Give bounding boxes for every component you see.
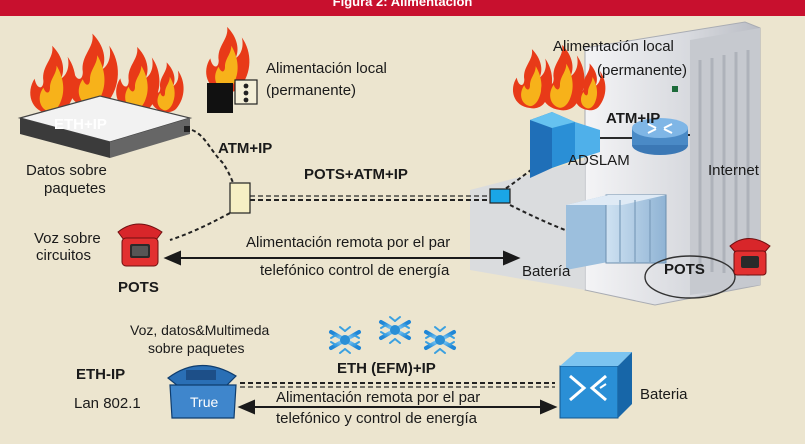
remote-power-arrow-top xyxy=(163,250,521,266)
multimedia-sublabel: sobre paquetes xyxy=(148,340,245,356)
banner-bar xyxy=(0,0,805,16)
local-power-left-label: Alimentación local xyxy=(266,60,387,77)
multimedia-label: Voz, datos&Multimeda xyxy=(130,322,270,338)
eth-ip-box-label: ETH+IP xyxy=(54,116,107,133)
local-power-right-label: Alimentación local xyxy=(553,38,674,55)
router-icon xyxy=(632,118,688,155)
pots-ellipse xyxy=(644,255,736,299)
adslam-device xyxy=(530,112,600,178)
modem-device xyxy=(17,95,193,158)
pots-right-label: POTS xyxy=(664,261,705,278)
blue-phone-icon xyxy=(167,364,237,419)
equipment-cabinet xyxy=(566,194,667,270)
remote-power-top-label: Alimentación remota por el par xyxy=(246,234,451,251)
bottom-copper-pair xyxy=(240,382,555,388)
banner-title: Figura 2: Alimentación xyxy=(332,0,473,9)
remote-power-arrow-bottom xyxy=(237,399,558,415)
remote-power-top-sublabel: telefónico control de energía xyxy=(260,262,450,279)
eth-efm-ip-label: ETH (EFM)+IP xyxy=(337,360,436,377)
remote-power-bottom-sublabel: telefónico y control de energía xyxy=(276,410,477,427)
power-adapter xyxy=(207,79,258,113)
adslam-label: ADSLAM xyxy=(568,152,630,169)
splitter-left xyxy=(229,182,251,214)
pots-atm-ip-label: POTS+ATM+IP xyxy=(304,166,408,183)
local-power-right-sublabel: (permanente) xyxy=(597,62,688,79)
voice-circuits-label: Voz sobre xyxy=(34,230,101,247)
eth-ip-bottom-label: ETH-IP xyxy=(76,366,126,383)
voice-circuits-sublabel: circuitos xyxy=(36,247,92,264)
lan-label: Lan 802.1 xyxy=(74,395,141,412)
remote-power-bottom-label: Alimentación remota por el par xyxy=(276,389,481,406)
internet-label: Internet xyxy=(708,162,759,179)
packet-data-label: Datos sobre xyxy=(26,162,107,179)
battery-top-label: Batería xyxy=(522,263,571,280)
switch-cube-icon xyxy=(559,352,632,419)
local-power-left-sublabel: (permanente) xyxy=(266,82,357,99)
battery-bottom-label: Bateria xyxy=(640,386,688,403)
atm-ip-left-label: ATM+IP xyxy=(218,140,273,157)
phone-icon xyxy=(117,223,771,276)
pots-left-label: POTS xyxy=(118,279,159,296)
phone-true-label: True xyxy=(190,394,219,410)
atm-ip-right-label: ATM+IP xyxy=(606,110,661,127)
splitter-right xyxy=(489,188,511,204)
packet-data-sublabel: paquetes xyxy=(44,180,106,197)
